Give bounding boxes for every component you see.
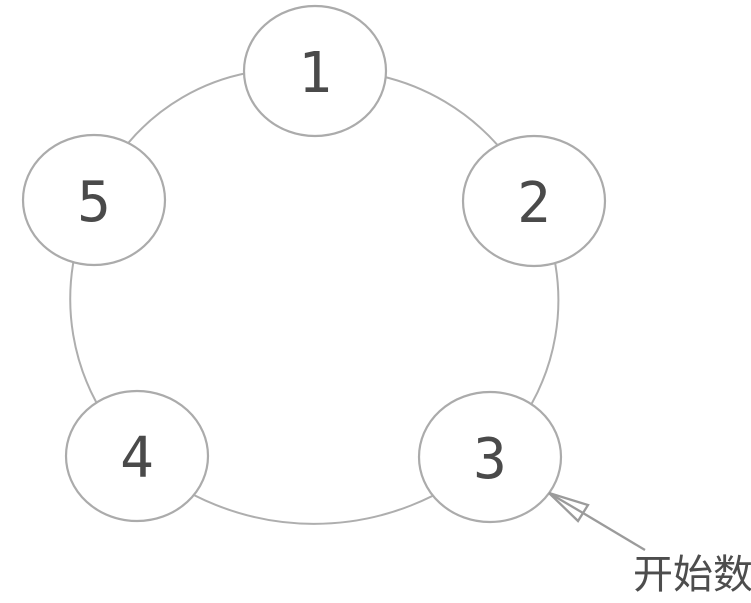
node-circle-3 bbox=[417, 390, 563, 524]
node-label-1: 1 bbox=[298, 41, 332, 106]
node-label-3: 3 bbox=[473, 427, 507, 492]
node-label-5: 5 bbox=[77, 170, 111, 235]
node-circle-4 bbox=[64, 389, 210, 523]
node-group: 1 2 3 4 5 bbox=[21, 4, 607, 524]
arrow-shaft bbox=[582, 512, 646, 551]
start-label: 开始数 bbox=[633, 552, 751, 598]
node-circle-5 bbox=[21, 133, 167, 267]
arrow-head-median bbox=[548, 492, 584, 514]
node-circle-1 bbox=[242, 4, 388, 138]
node-label-4: 4 bbox=[120, 426, 154, 491]
node-circle-2 bbox=[461, 134, 607, 268]
node-label-2: 2 bbox=[517, 171, 551, 236]
start-pointer-arrow bbox=[548, 491, 646, 551]
